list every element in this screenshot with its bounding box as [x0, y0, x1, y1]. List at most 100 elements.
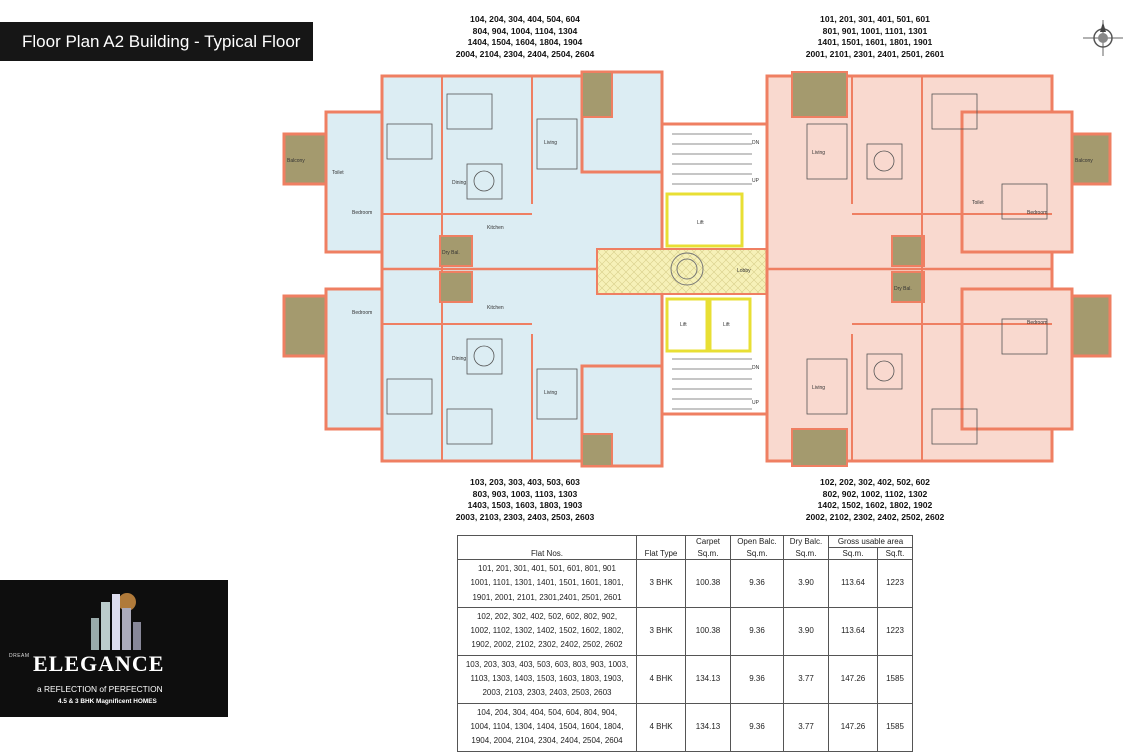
carpet-cell: 100.38 — [685, 559, 731, 608]
header-gross-sqft: Sq.ft. — [877, 547, 913, 560]
right-wing — [765, 71, 1112, 467]
flat-numbers-cell: 102, 202, 302, 402, 502, 602, 802, 902, … — [457, 606, 637, 656]
room-label-lift: Lift — [697, 220, 704, 226]
flat-numbers-line: 2003, 2103, 2303, 2403, 2503, 2603 — [482, 688, 612, 698]
gross-sqm-cell: 113.64 — [828, 606, 878, 656]
room-label-toilet: Toilet — [972, 200, 984, 206]
flat-numbers-cell: 101, 201, 301, 401, 501, 601, 801, 901 1… — [457, 559, 637, 608]
room-label-toilet: Toilet — [332, 170, 344, 176]
room-label-kitchen: Kitchen — [487, 225, 504, 231]
carpet-cell: 134.13 — [685, 702, 731, 752]
table-row: 104, 204, 304, 404, 504, 604, 804, 904, … — [457, 702, 913, 752]
flat-numbers-line: 1901, 2001, 2101, 2301,2401, 2501, 2601 — [472, 592, 622, 602]
header-carpet: Carpet — [685, 535, 731, 548]
logo-dream-text: DREAM — [9, 653, 30, 659]
flat-label-line: 1401, 1501, 1601, 1801, 1901 — [817, 37, 933, 47]
room-label-bedroom: Bedroom — [352, 310, 372, 316]
flat-type-cell: 3 BHK — [636, 559, 686, 608]
flat-label-bottom-left: 103, 203, 303, 403, 503, 603 803, 903, 1… — [420, 477, 630, 523]
room-label-dining: Dining — [452, 356, 466, 362]
flat-label-line: 102, 202, 302, 402, 502, 602 — [820, 477, 930, 487]
dry-balc-cell: 3.90 — [783, 606, 829, 656]
room-label-living: Living — [544, 390, 557, 396]
page-title: Floor Plan A2 Building - Typical Floor — [0, 22, 313, 61]
flat-label-top-right: 101, 201, 301, 401, 501, 601 801, 901, 1… — [770, 14, 980, 60]
flat-label-line: 1403, 1503, 1603, 1803, 1903 — [467, 500, 583, 510]
table-row: 102, 202, 302, 402, 502, 602, 802, 902, … — [457, 606, 913, 656]
header-carpet-unit: Sq.m. — [685, 547, 731, 560]
flat-numbers-line: 1103, 1303, 1403, 1503, 1603, 1803, 1903… — [470, 674, 624, 684]
compass-icon — [1083, 20, 1123, 56]
gross-sqft-cell: 1223 — [877, 559, 913, 608]
dry-balc-cell: 3.77 — [783, 654, 829, 704]
flat-label-top-left: 104, 204, 304, 404, 504, 604 804, 904, 1… — [420, 14, 630, 60]
flat-numbers-cell: 104, 204, 304, 404, 504, 604, 804, 904, … — [457, 702, 637, 752]
flat-numbers-line: 1002, 1102, 1302, 1402, 1502, 1602, 1802… — [470, 626, 624, 636]
room-label-lift: Lift — [723, 322, 730, 328]
carpet-cell: 100.38 — [685, 606, 731, 656]
room-label-bedroom: Bedroom — [1027, 210, 1047, 216]
header-flat-type: Flat Type — [636, 535, 686, 560]
room-label-balcony: Balcony — [1075, 158, 1093, 164]
flat-label-line: 103, 203, 303, 403, 503, 603 — [470, 477, 580, 487]
room-label-bedroom: Bedroom — [352, 210, 372, 216]
room-label-living: Living — [812, 385, 825, 391]
open-balc-cell: 9.36 — [730, 606, 784, 656]
flat-type-cell: 4 BHK — [636, 654, 686, 704]
flat-numbers-line: 101, 201, 301, 401, 501, 601, 801, 901 — [478, 564, 616, 573]
flat-label-bottom-right: 102, 202, 302, 402, 502, 602 802, 902, 1… — [770, 477, 980, 523]
flat-label-line: 2001, 2101, 2301, 2401, 2501, 2601 — [805, 48, 945, 59]
room-label-dry-bal: Dry Bal. — [894, 286, 912, 292]
room-label-up: UP — [752, 178, 760, 184]
header-open-balc: Open Balc. — [730, 535, 784, 548]
flat-type-cell: 4 BHK — [636, 702, 686, 752]
carpet-cell: 134.13 — [685, 654, 731, 704]
flat-label-line: 804, 904, 1004, 1104, 1304 — [472, 25, 578, 36]
gross-sqm-cell: 147.26 — [828, 654, 878, 704]
flat-numbers-line: 1902, 2002, 2102, 2302, 2402, 2502, 2602 — [471, 640, 623, 650]
flat-numbers-line: 1904, 2004, 2104, 2304, 2404, 2504, 2604 — [471, 736, 623, 746]
flat-type-cell: 3 BHK — [636, 606, 686, 656]
gross-sqft-cell: 1223 — [877, 606, 913, 656]
dry-balc-cell: 3.90 — [783, 559, 829, 608]
dry-balc-cell: 3.77 — [783, 702, 829, 752]
room-label-dining: Dining — [452, 180, 466, 186]
flat-numbers-cell: 103, 203, 303, 403, 503, 603, 803, 903, … — [457, 654, 637, 704]
room-label-dry-bal: Dry Bal. — [442, 250, 460, 256]
room-label-living: Living — [544, 140, 557, 146]
table-subheader-row: Sq.m. Sq.m. Sq.m. Sq.m. Sq.ft. — [458, 547, 913, 560]
flat-label-line: 104, 204, 304, 404, 504, 604 — [470, 14, 580, 24]
flat-label-line: 1404, 1504, 1604, 1804, 1904 — [467, 37, 583, 47]
header-open-balc-unit: Sq.m. — [730, 547, 784, 560]
flat-label-line: 802, 902, 1002, 1102, 1302 — [822, 488, 928, 499]
header-gross-area: Gross usable area — [828, 535, 913, 548]
room-label-up: UP — [752, 400, 760, 406]
room-label-kitchen: Kitchen — [487, 305, 504, 311]
gross-sqm-cell: 147.26 — [828, 702, 878, 752]
table-row: 101, 201, 301, 401, 501, 601, 801, 901 1… — [457, 559, 913, 608]
area-table: Flat Nos. Flat Type Carpet Open Balc. Dr… — [457, 535, 913, 752]
brand-logo: DREAM ELEGANCE a REFLECTION of PERFECTIO… — [0, 580, 228, 717]
logo-tagline: a REFLECTION of PERFECTION — [37, 684, 163, 694]
flat-label-line: 101, 201, 301, 401, 501, 601 — [820, 14, 930, 24]
flat-label-line: 1402, 1502, 1602, 1802, 1902 — [817, 500, 933, 510]
gross-sqm-cell: 113.64 — [828, 559, 878, 608]
header-flat-nos: Flat Nos. — [457, 535, 637, 560]
table-row: 103, 203, 303, 403, 503, 603, 803, 903, … — [457, 654, 913, 704]
room-label-dn: DN — [752, 365, 760, 371]
logo-brand-text: ELEGANCE — [33, 651, 165, 676]
skyline-icon — [91, 593, 141, 650]
header-dry-balc: Dry Balc. — [783, 535, 829, 548]
room-label-living: Living — [812, 150, 825, 156]
table-header-row: Flat Nos. Flat Type Carpet Open Balc. Dr… — [457, 535, 913, 560]
flat-numbers-line: 102, 202, 302, 402, 502, 602, 802, 902, — [476, 611, 618, 621]
room-label-balcony: Balcony — [287, 158, 305, 164]
flat-label-line: 803, 903, 1003, 1103, 1303 — [472, 488, 578, 499]
room-label-bedroom: Bedroom — [1027, 320, 1047, 326]
room-label-dn: DN — [752, 140, 760, 146]
flat-label-line: 801, 901, 1001, 1101, 1301 — [822, 25, 928, 36]
header-gross-sqm: Sq.m. — [828, 547, 878, 560]
header-dry-balc-unit: Sq.m. — [783, 547, 829, 560]
open-balc-cell: 9.36 — [730, 654, 784, 704]
flat-label-line: 2003, 2103, 2303, 2403, 2503, 2603 — [455, 511, 595, 522]
